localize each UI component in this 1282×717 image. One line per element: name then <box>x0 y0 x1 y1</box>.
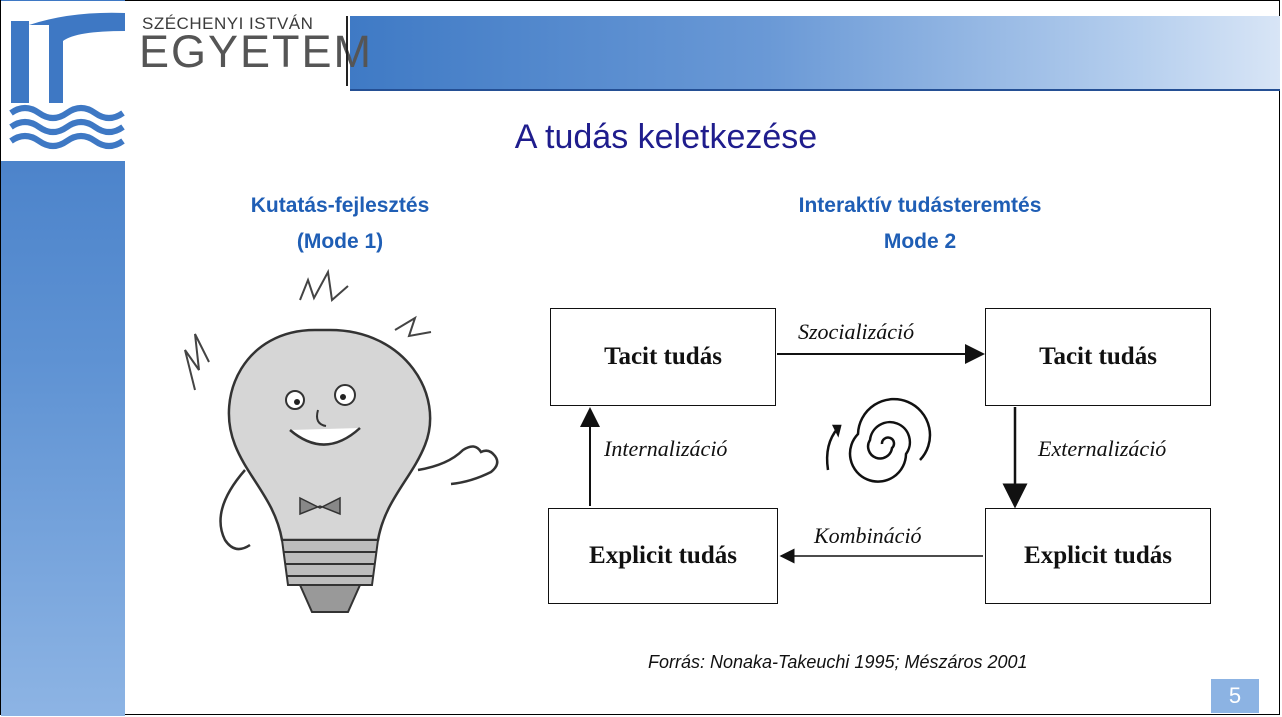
box-explicit-bottom-left: Explicit tudás <box>548 508 778 604</box>
header-underline <box>350 89 1280 91</box>
box-explicit-bottom-right: Explicit tudás <box>985 508 1211 604</box>
left-heading-line2: (Mode 1) <box>296 230 384 253</box>
bridge-logo-icon <box>9 12 125 149</box>
header-band <box>350 16 1280 90</box>
label-internalization: Internalizáció <box>604 436 728 461</box>
label-socialization: Szocializáció <box>798 319 915 344</box>
source-citation: Forrás: Nonaka-Takeuchi 1995; Mészáros 2… <box>648 652 1028 672</box>
slide-title: A tudás keletkezése <box>514 118 818 156</box>
label-externalization: Externalizáció <box>1038 436 1167 461</box>
right-heading: Interaktív tudásteremtés Mode 2 <box>720 188 1120 260</box>
right-heading-line2: Mode 2 <box>883 230 957 253</box>
spiral-icon <box>825 397 932 483</box>
logo-text-small: SZÉCHENYI ISTVÁN <box>142 14 314 33</box>
label-combination: Kombináció <box>814 523 922 548</box>
right-heading-line1: Interaktív tudásteremtés <box>798 194 1042 217</box>
logo-text-large: EGYETEM <box>139 26 374 77</box>
box-tacit-top-left: Tacit tudás <box>550 308 776 406</box>
page-number: 5 <box>1211 679 1259 713</box>
left-heading: Kutatás-fejlesztés (Mode 1) <box>185 188 495 260</box>
logo-separator <box>346 16 348 86</box>
box-tacit-top-right: Tacit tudás <box>985 308 1211 406</box>
left-heading-line1: Kutatás-fejlesztés <box>250 194 430 217</box>
university-logo-emblem <box>1 1 125 161</box>
